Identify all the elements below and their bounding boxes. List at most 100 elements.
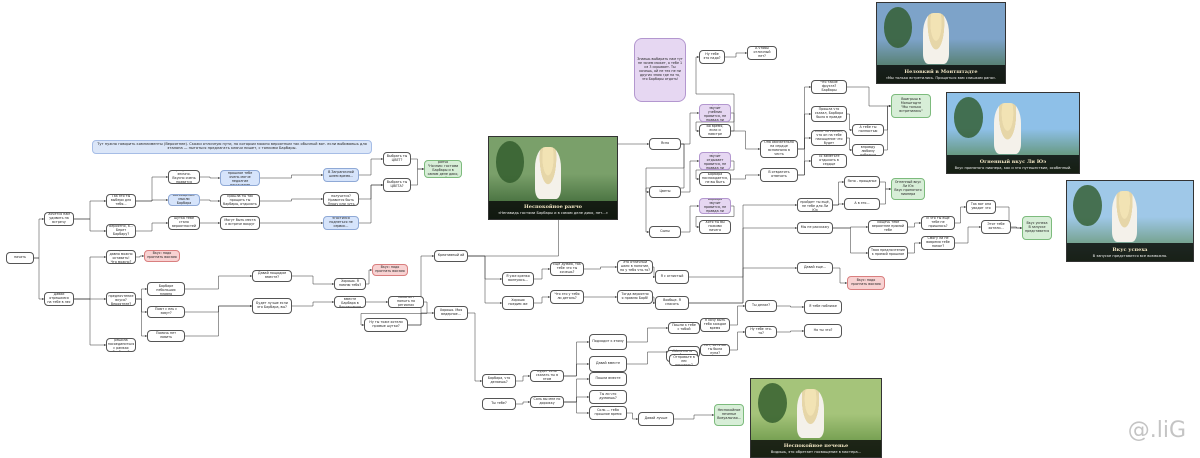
flow-node-n58: Давай еще... — [797, 262, 833, 274]
flow-node-n75: Подходит к этому — [589, 334, 627, 350]
connector-n21-n23 — [185, 305, 252, 337]
flow-node-n44: Ну тебе это надо? — [699, 50, 725, 64]
connector-arrowhead — [697, 205, 699, 207]
connector-arrowhead — [548, 296, 550, 298]
character-figure — [1111, 190, 1138, 242]
flow-node-n26: Барбара помогает поныть на регионах "Вос… — [388, 296, 424, 308]
connector-arrowhead — [587, 412, 589, 414]
flow-node-n27: Ну ты тоже хотели прямые шутки? — [364, 318, 408, 332]
connector-arrowhead — [636, 418, 638, 420]
connector-n40-p3 — [681, 205, 699, 233]
flow-node-n69: Я хочу быть тебя каждое время — [700, 318, 730, 332]
connector-arrowhead — [795, 267, 797, 269]
connector-arrowhead — [218, 222, 220, 224]
flow-node-n77: Пошли вместе — [589, 372, 627, 386]
flow-node-p1: Барбара звучит учебник нравится, не прав… — [699, 104, 731, 122]
flow-node-n41: Во время, если и навстре — [699, 124, 731, 138]
character-figure — [922, 12, 949, 64]
flow-node-n67: Я тебе поближе — [804, 300, 842, 314]
connector-arrowhead — [745, 52, 747, 54]
connector-n59-n61 — [908, 222, 921, 228]
flow-node-g1: Неспокойное ранчо "Ночник: гостями Барба… — [424, 160, 462, 178]
screenshot-title: Вкус успеха — [1112, 246, 1148, 253]
flow-node-n39: Цветы — [649, 186, 681, 198]
connector-n29-n82 — [468, 312, 482, 382]
connector-n84-g5 — [674, 414, 714, 420]
screenshot-title: Неспокойное ранчо — [524, 204, 582, 211]
flow-node-n49: Прошла что сказал, Барбара было в правде — [811, 106, 847, 122]
connector-n18-g1 — [411, 168, 424, 186]
flow-node-n55: А в это... — [844, 198, 880, 210]
flow-node-n20: Поют с ель с зовут? — [147, 306, 185, 318]
flow-node-n33: Что это у тебя ли деталь? — [550, 290, 584, 304]
connector-n76-n72 — [627, 351, 668, 365]
flow-node-g5: Неспокойное печенье Визуальная... — [714, 404, 744, 426]
flow-node-n43: Хотя ты вы поживи ничего — [699, 220, 731, 234]
connector-n83-n81 — [516, 401, 530, 405]
connector-arrowhead — [842, 181, 844, 183]
connector-arrowhead — [850, 149, 852, 151]
flow-node-n31: Хорошо поедим же — [502, 296, 534, 310]
connector-arrowhead — [866, 252, 868, 254]
flow-node-n22: Давай пощадим вместе? — [252, 270, 292, 282]
connector-arrowhead — [587, 363, 589, 365]
connector-n56-n54 — [833, 181, 844, 206]
screenshot-title: Неловкий в Монтштадте — [904, 68, 978, 75]
connector-n9-n12 — [200, 199, 220, 202]
connector-arrowhead — [845, 282, 847, 284]
connector-arrowhead — [218, 177, 220, 179]
flow-node-n74: Хорошо. Отправьте в лес погулять? — [669, 354, 699, 366]
connector-arrowhead — [166, 199, 168, 201]
connector-arrowhead — [866, 226, 868, 228]
connector-arrowhead — [802, 306, 804, 308]
screenshot-subtitle: Видишь, это обретает посвящение в мастер… — [770, 449, 862, 454]
scene-tree — [883, 7, 913, 49]
connector-arrowhead — [964, 206, 966, 208]
game-screenshot-2: Огненный вкус Ли Юэ Вкус принятого пионе… — [946, 92, 1080, 174]
connector-arrowhead — [145, 311, 147, 313]
flow-node-start[interactable]: начать — [6, 252, 34, 264]
connector-n60-n62 — [908, 242, 921, 254]
connector-n23-n25 — [292, 301, 334, 307]
flow-node-n52: А тебе ты полностью — [852, 124, 884, 136]
connector-arrowhead — [919, 242, 921, 244]
connector-arrowhead — [528, 375, 530, 377]
connector-n8-n11 — [200, 176, 220, 179]
connector-arrowhead — [712, 414, 714, 416]
flow-node-n4: Вероятно, а... Берет Барбару? — [106, 224, 136, 238]
connector-arrowhead — [697, 130, 699, 132]
connector-arrowhead — [743, 331, 745, 333]
flow-node-n76: Давай вместе — [589, 356, 627, 372]
connector-arrowhead — [758, 148, 760, 150]
connector-n37-n58 — [689, 267, 797, 304]
connector-n6-n21 — [136, 298, 147, 337]
connector-n55-g3 — [880, 188, 891, 205]
connector-arrowhead — [142, 255, 144, 257]
connector-arrowhead — [809, 137, 811, 139]
game-screenshot-4: Неспокойное ранчо «Ненавидь гостями Барб… — [488, 136, 618, 220]
flow-node-n8: Цвету меня эпично. Вкусно очень нравится — [168, 170, 200, 184]
connector-n17-g1 — [411, 158, 424, 170]
connector-n62-n64 — [955, 226, 981, 244]
flow-node-n21: Помочь нет ловить — [147, 330, 185, 342]
connector-arrowhead — [653, 302, 655, 304]
connector-n53-g2 — [884, 105, 891, 151]
connector-arrowhead — [250, 275, 252, 277]
connector-arrowhead — [889, 105, 891, 107]
flow-node-n14: В Заграничной шлем время... — [323, 168, 359, 182]
flow-node-n57: Мы не расскажу — [797, 222, 833, 234]
connector-n30-n32 — [534, 268, 550, 280]
screenshot-title: Неспокойное печенье — [783, 442, 849, 449]
flow-node-n62: Смогу ли не вовремя тебе помог? — [921, 236, 955, 250]
connector-arrowhead — [697, 112, 699, 114]
flow-node-n78: Ты ли что думаешь? — [589, 390, 627, 404]
connector-n81-n79 — [564, 401, 589, 414]
flow-node-n66: Ну тебе что-то? — [745, 326, 777, 338]
scene-tree — [495, 141, 525, 184]
connector-arrowhead — [42, 218, 44, 220]
screenshot-subtitle: «Мы только встретились. Прощаться вам сл… — [885, 75, 997, 80]
connector-n57-n60 — [833, 227, 868, 254]
flow-node-n36: Я с огнистый — [655, 270, 689, 284]
connector-arrowhead — [332, 283, 334, 285]
